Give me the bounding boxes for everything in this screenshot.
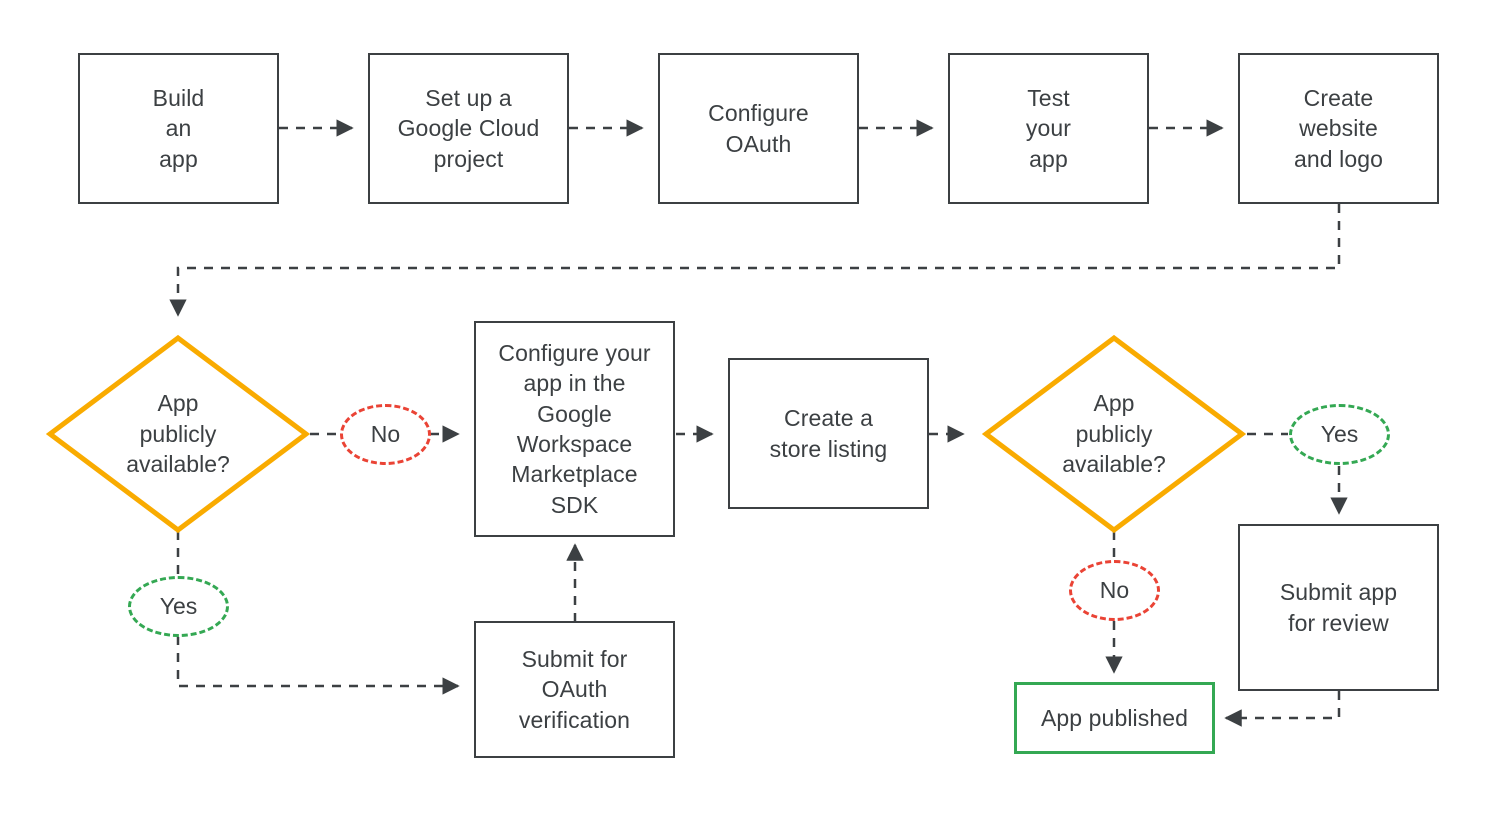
diamond-shape	[46, 334, 310, 534]
node-set-up-gcp-project[interactable]: Set up a Google Cloud project	[368, 53, 569, 204]
node-test-your-app[interactable]: Test your app	[948, 53, 1149, 204]
node-create-website-and-logo[interactable]: Create website and logo	[1238, 53, 1439, 204]
node-label: App published	[1040, 704, 1189, 731]
edge-label-no-1: No	[340, 404, 431, 465]
node-label: Set up a Google Cloud project	[397, 84, 540, 172]
node-app-publicly-available-2[interactable]: App publicly available?	[982, 334, 1246, 534]
node-submit-app-for-review[interactable]: Submit app for review	[1238, 524, 1439, 691]
node-create-store-listing[interactable]: Create a store listing	[728, 358, 929, 509]
edge-label-text: Yes	[1320, 421, 1359, 447]
node-label: Test your app	[1025, 84, 1072, 172]
edge-label-text: Yes	[159, 593, 198, 619]
node-label: Configure OAuth	[708, 100, 809, 157]
node-app-published[interactable]: App published	[1014, 682, 1215, 754]
node-label: Create website and logo	[1293, 84, 1384, 172]
node-app-publicly-available-1[interactable]: App publicly available?	[46, 334, 310, 534]
edge-label-text: No	[370, 421, 401, 447]
edge-label-yes-2: Yes	[1289, 404, 1390, 465]
node-label: App publicly available?	[1062, 390, 1166, 478]
node-label: Build an app	[152, 84, 205, 172]
node-configure-sdk[interactable]: Configure your app in the Google Workspa…	[474, 321, 675, 537]
node-submit-for-oauth-verification[interactable]: Submit for OAuth verification	[474, 621, 675, 758]
node-configure-oauth[interactable]: Configure OAuth	[658, 53, 859, 204]
node-label: Submit for OAuth verification	[518, 645, 631, 733]
edge-label-no-2: No	[1069, 560, 1160, 621]
node-label: App publicly available?	[126, 390, 230, 478]
edge-label-text: No	[1099, 577, 1130, 603]
node-build-an-app[interactable]: Build an app	[78, 53, 279, 204]
node-label: Configure your app in the Google Workspa…	[498, 339, 651, 518]
node-label: Create a store listing	[769, 405, 888, 462]
edge-label-yes-1: Yes	[128, 576, 229, 637]
node-label: Submit app for review	[1279, 579, 1398, 636]
diamond-shape	[982, 334, 1246, 534]
